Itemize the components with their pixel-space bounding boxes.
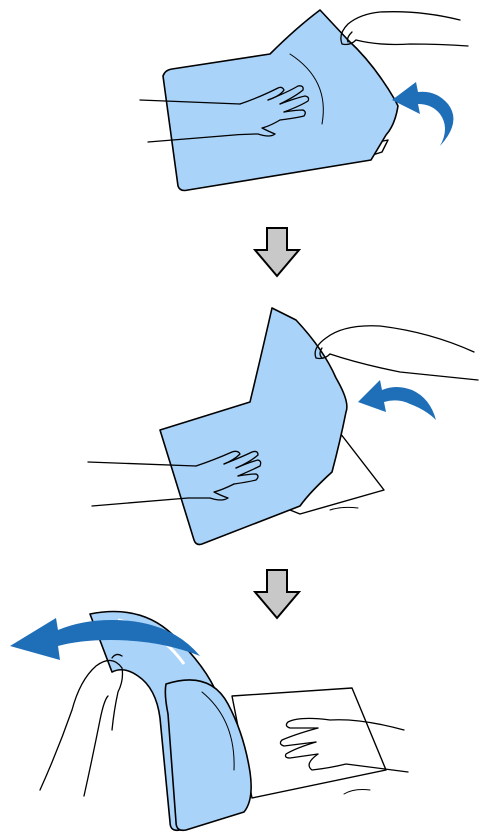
curl-arrow: [392, 82, 453, 146]
step-3-panel: [0, 600, 500, 832]
transfer-sheet: [163, 10, 398, 191]
down-arrow-icon: [253, 226, 303, 278]
step-2-panel: [0, 292, 500, 560]
step-1-illustration: [0, 0, 500, 212]
next-step-arrow: [253, 226, 303, 283]
step-2-illustration: [0, 292, 500, 560]
step-3-illustration: [0, 600, 500, 832]
hand-peeling-corner: [341, 12, 468, 46]
step-1-panel: [0, 0, 500, 212]
curl-arrow: [358, 380, 436, 420]
hand-lifting-sheet: [315, 326, 478, 380]
hand-pulling-sheet: [40, 654, 123, 796]
